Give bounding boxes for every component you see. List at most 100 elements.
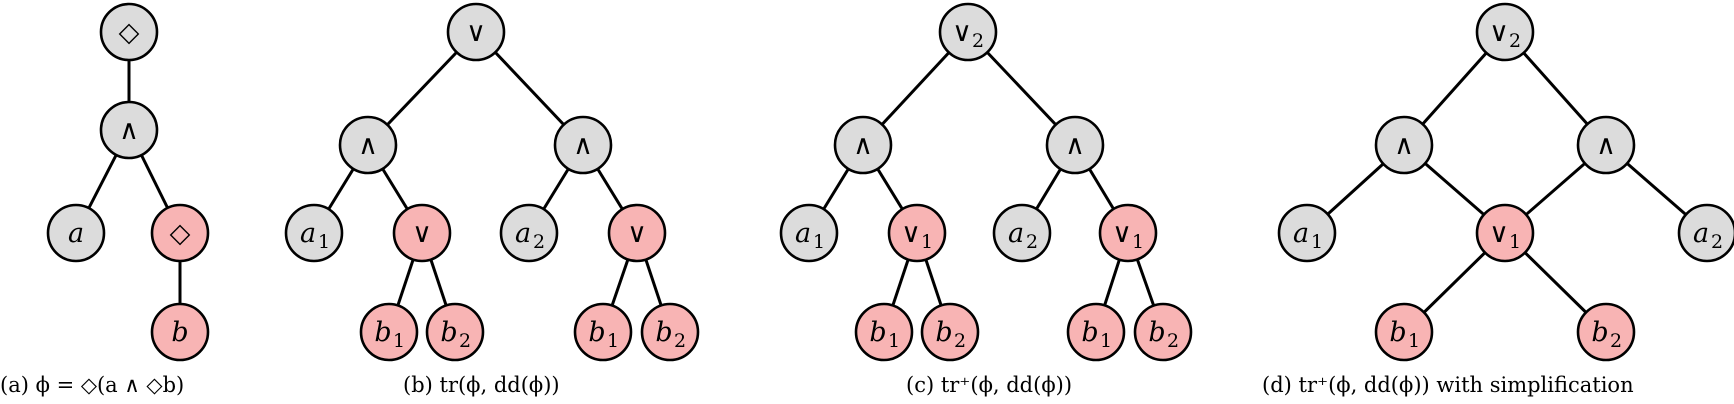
node-subscript-d_b1: 1 bbox=[1408, 330, 1420, 352]
node-label-b_b2b: b bbox=[655, 317, 672, 348]
node-label-a_b: b bbox=[171, 317, 188, 348]
node-label-b_and1: ∧ bbox=[358, 130, 378, 161]
node-circle-a_and bbox=[99, 100, 159, 160]
node-circle-d_a2 bbox=[1677, 203, 1734, 263]
node-circle-a_root bbox=[99, 2, 159, 62]
node-circle-c_b1b bbox=[1066, 302, 1126, 362]
node-d_or: ∨1 bbox=[1475, 203, 1535, 263]
node-subscript-b_b2b: 2 bbox=[674, 330, 686, 352]
node-label-b_root: ∨ bbox=[466, 17, 486, 48]
node-subscript-b_b1a: 1 bbox=[393, 330, 405, 352]
node-circle-d_b2 bbox=[1576, 302, 1636, 362]
node-subscript-c_b2b: 2 bbox=[1167, 330, 1179, 352]
node-label-d_b1: b bbox=[1389, 317, 1406, 348]
node-circle-d_b1 bbox=[1374, 302, 1434, 362]
node-a_and: ∧ bbox=[99, 100, 159, 160]
node-circle-a_b bbox=[150, 302, 210, 362]
node-a_b: b bbox=[150, 302, 210, 362]
node-label-a_and: ∧ bbox=[119, 115, 139, 146]
node-label-c_or2: ∨ bbox=[1112, 218, 1132, 249]
node-subscript-c_a2: 2 bbox=[1026, 231, 1038, 253]
node-circle-b_or2 bbox=[607, 203, 667, 263]
node-circle-b_b2b bbox=[640, 302, 700, 362]
node-circle-d_a1 bbox=[1277, 203, 1337, 263]
node-circle-a_a bbox=[46, 203, 106, 263]
node-label-a_dia: ◇ bbox=[170, 218, 191, 249]
node-label-b_or1: ∨ bbox=[412, 218, 432, 249]
node-label-c_and1: ∧ bbox=[853, 130, 873, 161]
node-circle-b_b2a bbox=[425, 302, 485, 362]
node-circle-a_dia bbox=[150, 203, 210, 263]
node-label-c_b2a: b bbox=[935, 317, 952, 348]
node-label-c_a1: a bbox=[795, 218, 811, 249]
node-c_and2: ∧ bbox=[1045, 115, 1105, 175]
node-label-d_a2: a bbox=[1693, 218, 1709, 249]
node-a_root: ◇ bbox=[99, 2, 159, 62]
captions-layer: (a) ϕ = ◇(a ∧ ◇b) (b) tr(ϕ, dd(ϕ)) (c) t… bbox=[0, 373, 1634, 397]
node-label-d_and1: ∧ bbox=[1394, 130, 1414, 161]
node-label-c_root: ∨ bbox=[952, 17, 972, 48]
node-subscript-d_a2: 2 bbox=[1711, 231, 1723, 253]
node-circle-c_and1 bbox=[833, 115, 893, 175]
node-circle-b_b1b bbox=[573, 302, 633, 362]
node-label-b_b1a: b bbox=[374, 317, 391, 348]
node-subscript-b_a1: 1 bbox=[318, 231, 330, 253]
node-subscript-c_b2a: 2 bbox=[954, 330, 966, 352]
node-circle-b_root bbox=[446, 2, 506, 62]
node-label-c_and2: ∧ bbox=[1065, 130, 1085, 161]
node-subscript-b_a2: 2 bbox=[533, 231, 545, 253]
node-subscript-d_a1: 1 bbox=[1311, 231, 1323, 253]
node-c_or2: ∨1 bbox=[1098, 203, 1158, 263]
node-circle-c_a1 bbox=[779, 203, 839, 263]
node-d_root: ∨2 bbox=[1475, 2, 1535, 62]
node-label-b_b1b: b bbox=[588, 317, 605, 348]
node-subscript-c_or1: 1 bbox=[921, 231, 933, 253]
node-circle-b_or1 bbox=[392, 203, 452, 263]
node-circle-b_a1 bbox=[284, 203, 344, 263]
node-a_dia: ◇ bbox=[150, 203, 210, 263]
node-label-d_a1: a bbox=[1293, 218, 1309, 249]
node-circle-c_b2a bbox=[920, 302, 980, 362]
node-b_or1: ∨ bbox=[392, 203, 452, 263]
node-d_and2: ∧ bbox=[1576, 115, 1636, 175]
node-circle-c_and2 bbox=[1045, 115, 1105, 175]
node-label-a_a: a bbox=[68, 218, 84, 249]
node-b_root: ∨ bbox=[446, 2, 506, 62]
node-a_a: a bbox=[46, 203, 106, 263]
node-b_and1: ∧ bbox=[338, 115, 398, 175]
node-c_and1: ∧ bbox=[833, 115, 893, 175]
caption-panel-a: (a) ϕ = ◇(a ∧ ◇b) bbox=[0, 373, 184, 397]
node-subscript-d_or: 1 bbox=[1509, 231, 1521, 253]
node-label-c_b1a: b bbox=[869, 317, 886, 348]
node-subscript-b_b2a: 2 bbox=[459, 330, 471, 352]
node-label-b_b2a: b bbox=[440, 317, 457, 348]
node-subscript-b_b1b: 1 bbox=[607, 330, 619, 352]
node-label-d_and2: ∧ bbox=[1596, 130, 1616, 161]
caption-panel-d: (d) tr⁺(ϕ, dd(ϕ)) with simplification bbox=[1262, 373, 1634, 397]
node-circle-b_and1 bbox=[338, 115, 398, 175]
node-subscript-c_b1b: 1 bbox=[1100, 330, 1112, 352]
node-subscript-d_b2: 2 bbox=[1610, 330, 1622, 352]
node-subscript-d_root: 2 bbox=[1509, 30, 1521, 52]
node-circle-b_and2 bbox=[553, 115, 613, 175]
node-c_root: ∨2 bbox=[938, 2, 998, 62]
node-label-d_root: ∨ bbox=[1489, 17, 1509, 48]
node-circle-b_b1a bbox=[359, 302, 419, 362]
node-label-b_or2: ∨ bbox=[627, 218, 647, 249]
node-circle-c_b1a bbox=[854, 302, 914, 362]
